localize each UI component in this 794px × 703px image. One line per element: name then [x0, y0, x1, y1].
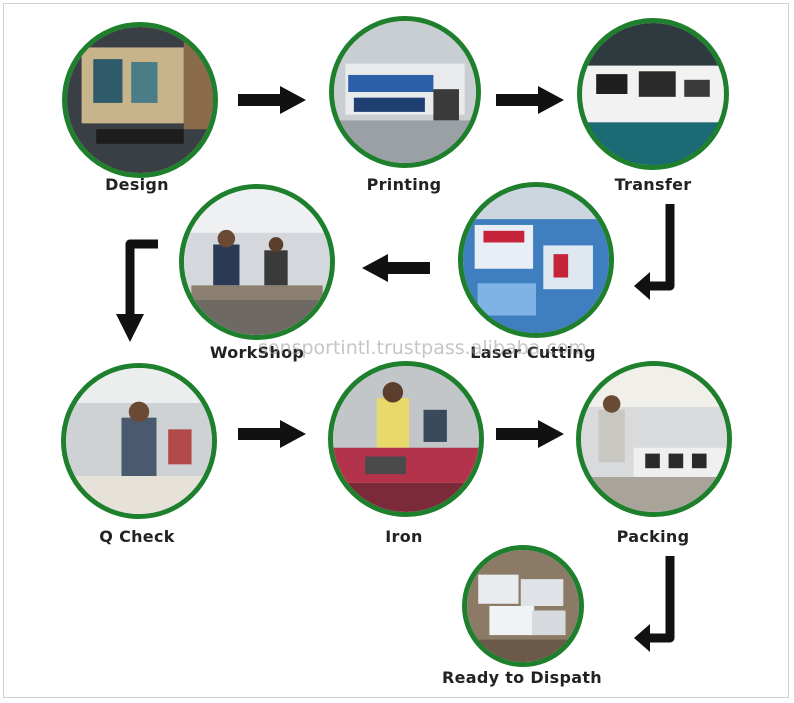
arrow-icon	[116, 239, 158, 342]
arrow-icon	[238, 86, 306, 114]
packing-photo	[576, 361, 732, 517]
step-label-printing: Printing	[366, 175, 442, 194]
arrow-icon	[496, 86, 564, 114]
arrow-icon	[362, 254, 430, 282]
q-check-photo	[61, 363, 217, 519]
diagram-frame	[3, 3, 789, 698]
iron-photo	[328, 361, 484, 517]
step-label-transfer: Transfer	[614, 175, 692, 194]
transfer-photo	[577, 18, 729, 170]
step-label-laser-cutting: Laser Cutting	[470, 343, 596, 362]
step-label-design: Design	[105, 175, 169, 194]
step-label-q-check: Q Check	[99, 527, 175, 546]
arrow-icon	[496, 420, 564, 448]
printing-photo	[329, 16, 481, 168]
step-label-packing: Packing	[616, 527, 690, 546]
watermark-text: sonsportintl.trustpass.alibaba.com	[258, 337, 587, 359]
arrow-icon	[238, 420, 306, 448]
laser-cutting-photo	[458, 182, 614, 338]
step-label-workshop: WorkShop	[209, 343, 305, 362]
design-photo	[62, 22, 218, 178]
ready-to-dispatch-photo	[462, 545, 584, 667]
arrow-icon	[634, 556, 675, 652]
arrow-icon	[634, 204, 675, 300]
step-label-ready-to-dispatch: Ready to Dispath	[441, 668, 602, 687]
workshop-photo	[179, 184, 335, 340]
step-label-iron: Iron	[385, 527, 423, 546]
